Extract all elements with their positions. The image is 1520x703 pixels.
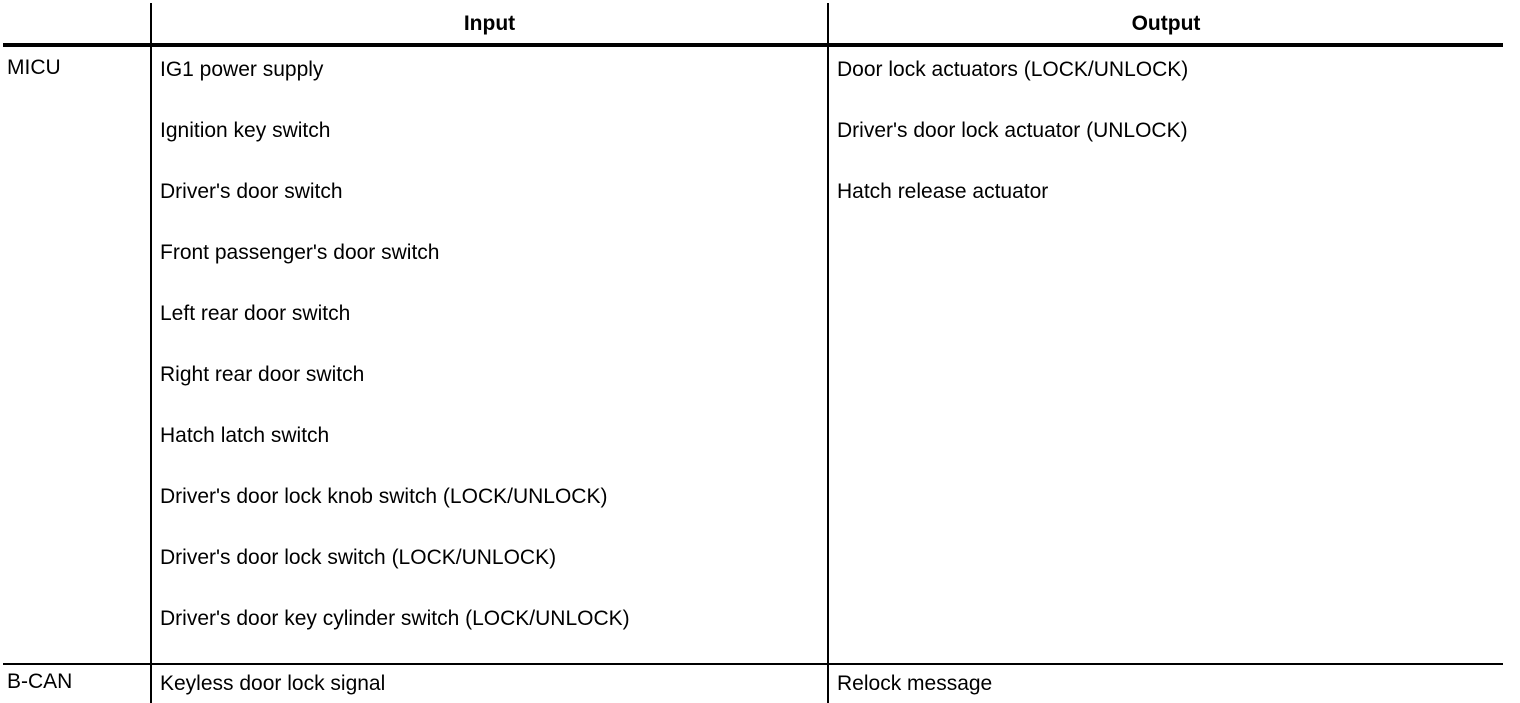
- table-row: B-CAN Keyless door lock signal Relock me…: [3, 664, 1503, 703]
- cell-input-micu: IG1 power supply Ignition key switch Dri…: [151, 45, 829, 665]
- cell-output-bcan: Relock message: [828, 664, 1503, 703]
- list-item: IG1 power supply: [160, 58, 324, 81]
- column-header-input: Input: [151, 3, 829, 47]
- list-item: Left rear door switch: [160, 302, 351, 325]
- output-item-list: Relock message: [829, 665, 1503, 703]
- list-item: Hatch release actuator: [837, 180, 1049, 203]
- table-header: Input Output: [3, 3, 1503, 47]
- table-row: MICU IG1 power supply Ignition key switc…: [3, 45, 1503, 665]
- table-body: MICU IG1 power supply Ignition key switc…: [3, 45, 1503, 703]
- cell-input-bcan: Keyless door lock signal: [151, 664, 829, 703]
- output-item-list: Door lock actuators (LOCK/UNLOCK) Driver…: [829, 47, 1503, 236]
- header-row: Input Output: [3, 3, 1503, 47]
- list-item: Driver's door lock knob switch (LOCK/UNL…: [160, 485, 608, 508]
- table-sheet: Input Output MICU IG1 power supply Ignit…: [3, 3, 1503, 703]
- list-item: Hatch latch switch: [160, 424, 330, 447]
- list-item: Front passenger's door switch: [160, 241, 440, 264]
- input-output-table: Input Output MICU IG1 power supply Ignit…: [3, 3, 1503, 703]
- input-item-list: IG1 power supply Ignition key switch Dri…: [152, 47, 827, 663]
- list-item: Driver's door key cylinder switch (LOCK/…: [160, 607, 630, 630]
- cell-ecu-bcan: B-CAN: [3, 664, 152, 703]
- list-item: Driver's door lock actuator (UNLOCK): [837, 119, 1188, 142]
- list-item: Ignition key switch: [160, 119, 331, 142]
- ecu-name-label: MICU: [7, 56, 61, 79]
- input-item-list: Keyless door lock signal: [152, 665, 827, 703]
- list-item: Driver's door lock switch (LOCK/UNLOCK): [160, 546, 557, 569]
- list-item: Door lock actuators (LOCK/UNLOCK): [837, 58, 1189, 81]
- cell-output-micu: Door lock actuators (LOCK/UNLOCK) Driver…: [828, 45, 1503, 665]
- cell-ecu-micu: MICU: [3, 45, 152, 665]
- list-item: Right rear door switch: [160, 363, 365, 386]
- list-item: Relock message: [837, 672, 993, 695]
- list-item: Driver's door switch: [160, 180, 343, 203]
- column-header-ecu: [3, 3, 152, 47]
- list-item: Keyless door lock signal: [160, 672, 386, 695]
- column-header-output: Output: [828, 3, 1503, 47]
- ecu-name-label: B-CAN: [7, 670, 73, 693]
